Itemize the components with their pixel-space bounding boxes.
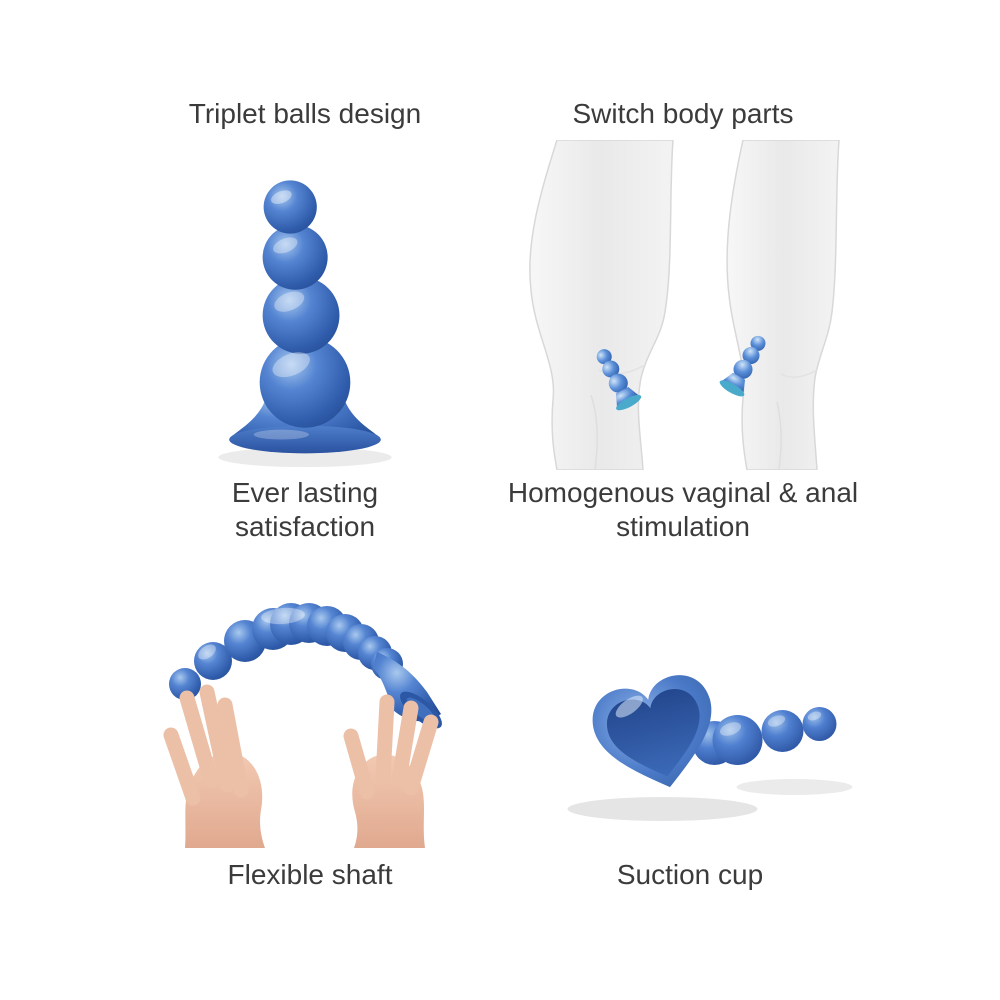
caption-line: Homogenous vaginal & anal <box>507 477 859 508</box>
caption-line: stimulation <box>616 511 750 542</box>
panel-caption-suction: Suction cup <box>616 859 764 890</box>
caption-line: Ever lasting <box>231 477 379 508</box>
hands-bending-plug-illustration <box>115 580 495 848</box>
body-silhouettes-illustration <box>495 140 875 470</box>
panel-caption-switch: Homogenous vaginal & anal stimulation <box>483 476 883 544</box>
panel-caption-flexible: Flexible shaft <box>227 859 393 890</box>
heart-suction-cup-illustration <box>540 625 885 835</box>
caption-line: satisfaction <box>234 511 376 542</box>
panel-title-switch: Switch body parts <box>572 98 794 129</box>
panel-caption-triplet: Ever lasting satisfaction <box>105 476 505 544</box>
mini-toy-left <box>596 349 642 411</box>
mini-toy-right <box>719 335 766 397</box>
beaded-plug-illustration <box>195 140 415 475</box>
panel-title-triplet: Triplet balls design <box>188 98 422 129</box>
